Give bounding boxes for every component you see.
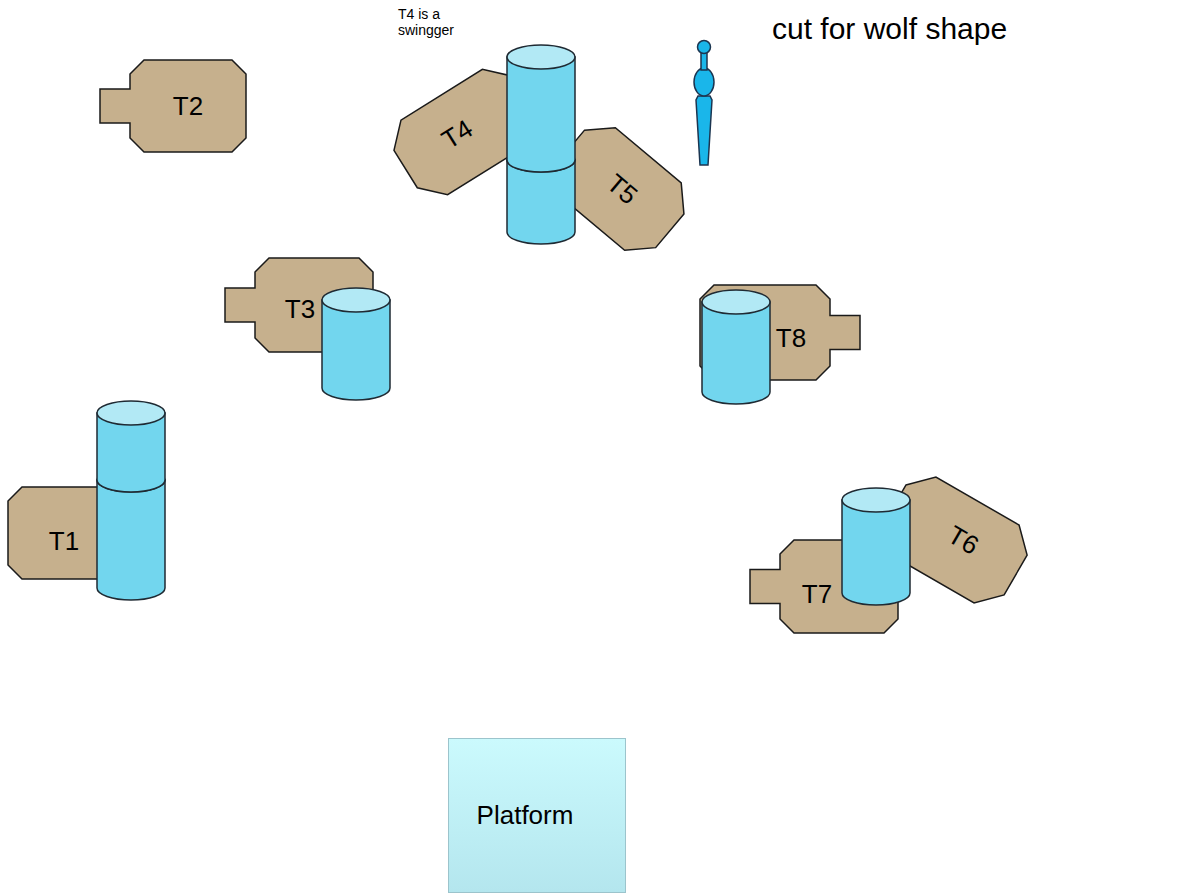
target-label: T1 (49, 527, 79, 556)
target-label: T7 (802, 580, 832, 609)
barrel (842, 488, 910, 605)
barrel (702, 290, 770, 404)
barrel-top (507, 45, 575, 69)
popper-neck (701, 52, 707, 70)
note-text: T4 is a swingger (398, 6, 478, 38)
target-label: T3 (285, 295, 315, 324)
barrel-body (702, 302, 770, 404)
barrel-body (97, 480, 165, 600)
target-label: T2 (173, 92, 203, 121)
platform-box: Platform (448, 738, 626, 893)
barrel-body (322, 300, 390, 400)
popper-body (694, 68, 714, 96)
barrel-body (507, 57, 575, 172)
barrels (97, 45, 910, 605)
target-fill (100, 60, 246, 152)
barrel-body (842, 500, 910, 605)
popper-figure (694, 41, 714, 166)
target-shape: T2 (100, 60, 246, 152)
platform-label: Platform (477, 801, 574, 830)
barrel (507, 45, 575, 172)
popper-stem (696, 96, 712, 165)
barrel-top (322, 288, 390, 312)
instruction-text: cut for wolf shape (772, 12, 1007, 47)
barrel-top (97, 401, 165, 425)
target-label: T8 (776, 324, 806, 353)
popper-head (698, 41, 711, 54)
barrel (97, 401, 165, 492)
barrel-top (842, 488, 910, 512)
barrel (322, 288, 390, 400)
barrel-top (702, 290, 770, 314)
